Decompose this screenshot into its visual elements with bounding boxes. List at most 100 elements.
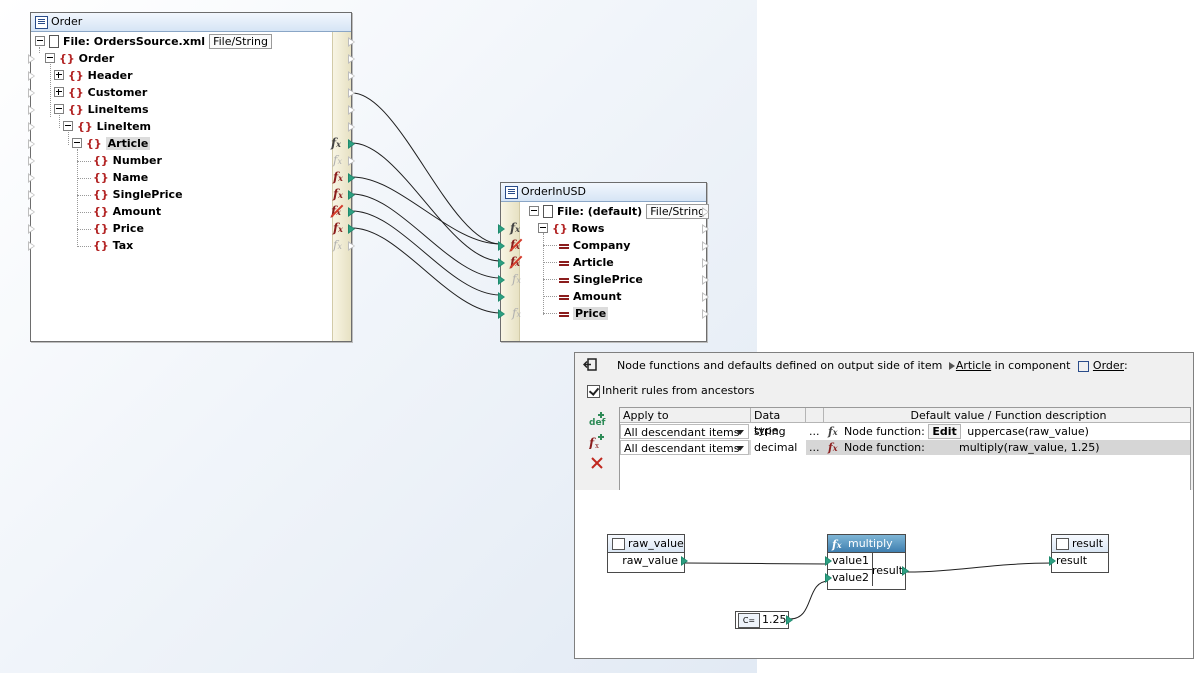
output-port-icon[interactable] [348, 241, 355, 251]
raw-value-input-node[interactable]: raw_value raw_value [607, 534, 688, 573]
edit-button[interactable]: Edit [928, 424, 961, 439]
source-file-string-button[interactable]: File/String [209, 34, 273, 49]
collapse-icon[interactable] [538, 223, 548, 233]
output-port-icon[interactable] [702, 275, 709, 285]
target-item-price[interactable]: Price [559, 305, 609, 322]
tree-item-customer[interactable]: {}Customer [54, 84, 147, 101]
add-default-button[interactable]: def [589, 411, 607, 428]
tree-item-order[interactable]: {}Order [45, 50, 114, 67]
column-header-data-type[interactable]: Data type [751, 408, 806, 437]
result-title[interactable]: result [1052, 535, 1108, 553]
output-port-icon[interactable] [702, 292, 709, 302]
rules-table[interactable]: Apply to Data type Default value / Funct… [619, 407, 1191, 491]
target-file-row[interactable]: File: (default)File/String [529, 203, 710, 220]
input-port-icon[interactable] [28, 105, 35, 115]
target-item-company[interactable]: Company [559, 237, 630, 254]
collapse-icon[interactable] [72, 138, 82, 148]
input-port-icon[interactable] [28, 71, 35, 81]
column-header-default-value[interactable]: Default value / Function description [824, 408, 1190, 423]
more-button[interactable]: ... [809, 425, 820, 438]
tree-item-lineitem[interactable]: {}LineItem [63, 118, 151, 135]
column-header-apply-to[interactable]: Apply to [620, 408, 751, 423]
output-port-icon[interactable] [348, 88, 355, 98]
input-port-connected-icon[interactable] [498, 275, 505, 285]
item-link[interactable]: Article [955, 359, 992, 372]
output-port-icon[interactable] [348, 54, 355, 64]
output-port-icon[interactable] [702, 207, 709, 217]
data-type-cell[interactable]: decimal [751, 440, 806, 455]
output-port-icon[interactable] [348, 156, 355, 166]
tree-item-number[interactable]: {}Number [93, 152, 162, 169]
input-port-connected-icon[interactable] [498, 241, 505, 251]
target-title-bar[interactable]: OrderInUSD [501, 183, 706, 202]
output-port-icon[interactable] [348, 71, 355, 81]
component-link[interactable]: Order [1092, 359, 1124, 372]
result-output-node[interactable]: result result [1049, 534, 1109, 573]
tree-item-price[interactable]: {}Price [93, 220, 144, 237]
node-function-icon[interactable]: fx [512, 272, 521, 286]
node-function-icon[interactable]: fx [510, 221, 520, 235]
rule-row-selected[interactable]: All descendant items decimal ... fx Node… [620, 440, 1190, 455]
output-port-connected-icon[interactable] [348, 173, 355, 183]
source-title-bar[interactable]: Order [31, 13, 351, 32]
input-port-connected-icon[interactable] [1049, 556, 1056, 566]
input-port-icon[interactable] [28, 54, 35, 64]
apply-to-select[interactable]: All descendant items [620, 440, 749, 455]
output-port-connected-icon[interactable] [786, 615, 793, 625]
output-port-icon[interactable] [348, 122, 355, 132]
input-port-icon[interactable] [28, 156, 35, 166]
chevron-down-icon[interactable] [736, 430, 744, 435]
apply-to-select[interactable]: All descendant items [620, 424, 749, 439]
tree-item-singleprice[interactable]: {}SinglePrice [93, 186, 183, 203]
collapse-icon[interactable] [35, 36, 45, 46]
tree-item-amount[interactable]: {}Amount [93, 203, 161, 220]
constant-node[interactable]: C= 1.25 [735, 611, 793, 629]
delete-rule-button[interactable] [589, 455, 607, 471]
output-port-icon[interactable] [702, 258, 709, 268]
input-port-connected-icon[interactable] [498, 292, 505, 302]
tree-item-header[interactable]: {}Header [54, 67, 133, 84]
inherit-rules-checkbox[interactable] [587, 385, 600, 398]
target-item-rows[interactable]: {}Rows [538, 220, 604, 237]
output-port-icon[interactable] [702, 241, 709, 251]
more-button[interactable]: ... [809, 441, 820, 454]
expand-icon[interactable] [54, 70, 64, 80]
node-function-disabled-icon[interactable]: fx [509, 255, 523, 269]
input-port-icon[interactable] [28, 224, 35, 234]
input-port-connected-icon[interactable] [825, 556, 832, 566]
target-item-singleprice[interactable]: SinglePrice [559, 271, 643, 288]
input-port-icon[interactable] [28, 173, 35, 183]
output-port-connected-icon[interactable] [902, 566, 909, 576]
chevron-down-icon[interactable] [736, 446, 744, 451]
output-port-icon[interactable] [702, 224, 709, 234]
input-port-connected-icon[interactable] [498, 224, 505, 234]
output-port-connected-icon[interactable] [348, 224, 355, 234]
input-port-icon[interactable] [28, 190, 35, 200]
output-port-icon[interactable] [348, 37, 355, 47]
input-port-connected-icon[interactable] [498, 258, 505, 268]
raw-value-title[interactable]: raw_value [608, 535, 684, 553]
node-function-icon[interactable]: fx [512, 306, 521, 320]
target-file-string-button[interactable]: File/String [646, 204, 710, 219]
input-port-icon[interactable] [28, 207, 35, 217]
node-function-icon[interactable]: fx [333, 238, 342, 252]
expand-icon[interactable] [54, 87, 64, 97]
input-port-icon[interactable] [28, 88, 35, 98]
tree-item-article[interactable]: {}Article [72, 135, 151, 152]
output-port-connected-icon[interactable] [348, 190, 355, 200]
output-port-connected-icon[interactable] [348, 139, 355, 149]
output-port-connected-icon[interactable] [348, 207, 355, 217]
target-item-amount[interactable]: Amount [559, 288, 621, 305]
collapse-icon[interactable] [45, 53, 55, 63]
node-function-icon[interactable]: fx [333, 153, 342, 167]
input-port-icon[interactable] [28, 139, 35, 149]
target-item-article[interactable]: Article [559, 254, 614, 271]
output-port-icon[interactable] [702, 309, 709, 319]
node-function-icon[interactable]: fx [331, 136, 341, 150]
output-port-icon[interactable] [348, 105, 355, 115]
